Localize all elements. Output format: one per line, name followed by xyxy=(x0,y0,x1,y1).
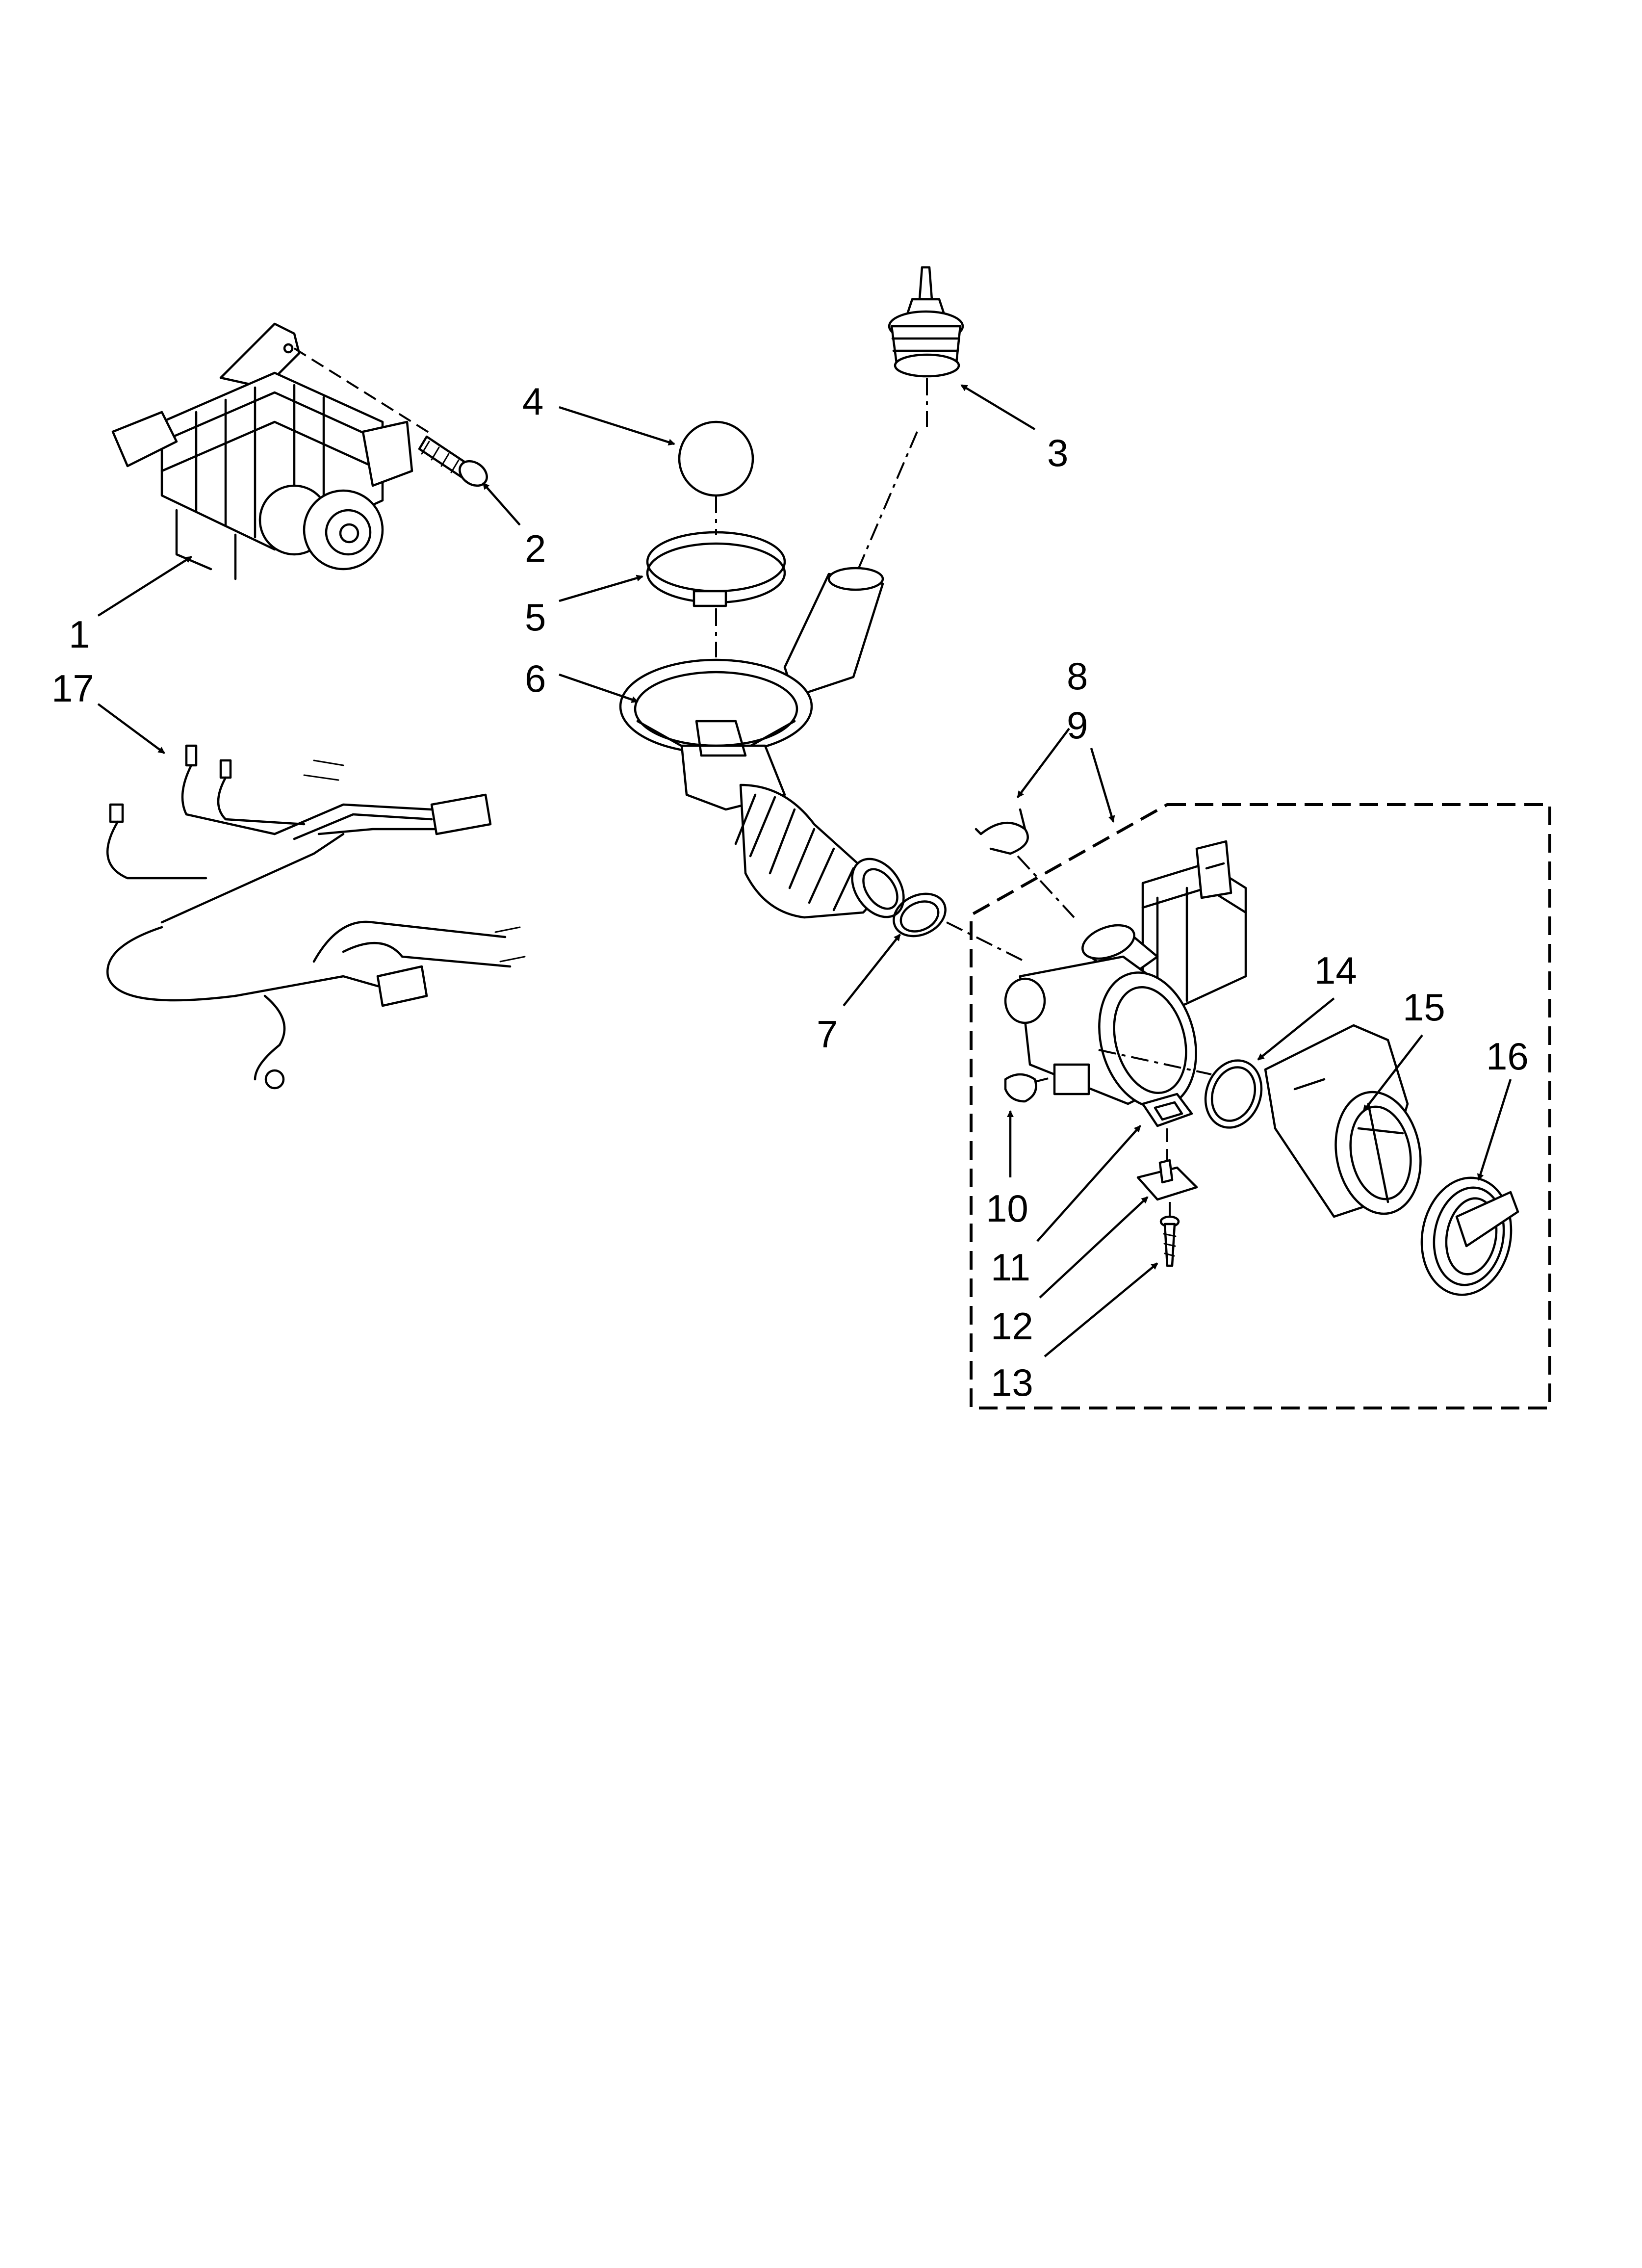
callout-6: 6 xyxy=(525,657,546,700)
square-gasket-icon xyxy=(1141,1093,1193,1168)
drain-pump-icon xyxy=(1004,840,1247,1109)
callout-3: 3 xyxy=(1047,431,1068,474)
clip-icon xyxy=(975,808,1075,918)
callout-15: 15 xyxy=(1403,986,1445,1029)
pressure-fitting-icon xyxy=(888,266,964,427)
wire-harness-icon xyxy=(106,744,526,1090)
callout-5: 5 xyxy=(525,596,546,639)
filter-cap-icon xyxy=(1420,1176,1519,1296)
ring-clip-icon xyxy=(893,892,1026,963)
leader-lines xyxy=(97,384,1512,1357)
motor-icon xyxy=(111,322,413,580)
ball-icon xyxy=(678,420,754,535)
callout-labels: 1 2 3 4 5 6 7 8 9 10 11 12 13 14 15 16 1… xyxy=(51,380,1529,1404)
callout-16: 16 xyxy=(1486,1035,1529,1078)
callout-11: 11 xyxy=(991,1246,1030,1289)
callout-2: 2 xyxy=(525,527,546,570)
screw-icon xyxy=(1159,1215,1180,1267)
screw-icon xyxy=(293,347,488,487)
filter-housing-icon xyxy=(1264,1024,1422,1218)
small-clip-icon xyxy=(1004,1073,1055,1103)
callout-1: 1 xyxy=(69,613,90,656)
bracket-icon xyxy=(1136,1159,1198,1217)
callout-9: 9 xyxy=(1067,704,1088,747)
callout-14: 14 xyxy=(1314,949,1357,992)
callout-4: 4 xyxy=(522,380,543,423)
callout-8: 8 xyxy=(1067,654,1088,698)
callout-10: 10 xyxy=(986,1187,1028,1230)
pump-assembly-box xyxy=(970,803,1551,1409)
hose-clamp-icon xyxy=(646,531,786,657)
o-ring-icon xyxy=(1204,1059,1263,1129)
callout-17: 17 xyxy=(51,667,94,710)
sump-hose-icon xyxy=(619,431,918,919)
callout-7: 7 xyxy=(817,1013,838,1056)
callout-12: 12 xyxy=(991,1304,1033,1348)
callout-13: 13 xyxy=(991,1361,1033,1404)
